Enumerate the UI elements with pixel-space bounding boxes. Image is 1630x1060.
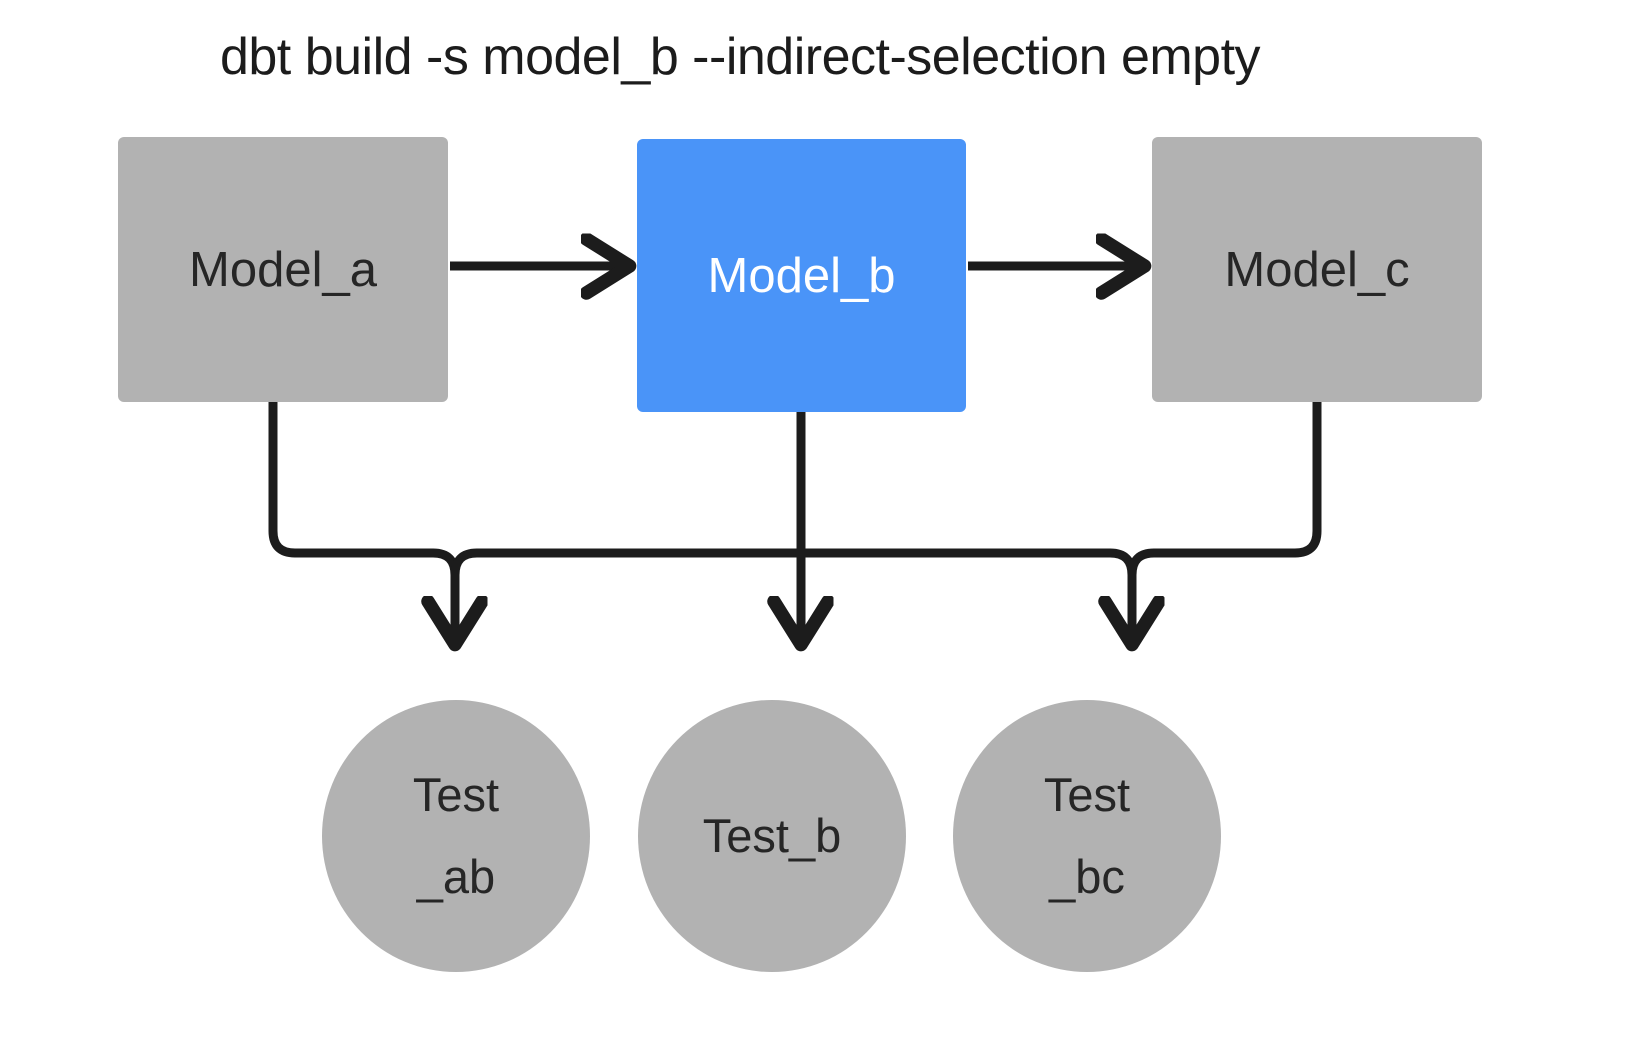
node-test-b-label: Test_b	[702, 809, 842, 862]
node-model-b-label: Model_b	[707, 248, 896, 303]
node-model-a[interactable]: Model_a	[118, 137, 448, 402]
diagram-title: dbt build -s model_b --indirect-selectio…	[219, 28, 1261, 86]
node-model-c-label: Model_c	[1224, 242, 1410, 297]
node-test-bc[interactable]: Test _bc	[953, 700, 1221, 972]
node-model-b[interactable]: Model_b	[637, 139, 966, 412]
node-test-ab-label: Test _ab	[412, 768, 500, 903]
edge-model-b-to-test-bc	[801, 548, 1132, 641]
edge-model-c-to-test-bc	[1127, 402, 1322, 576]
edge-model-b-to-test-ab	[450, 548, 801, 576]
edge-model-a-to-test-ab	[268, 402, 455, 641]
node-test-b[interactable]: Test_b	[638, 700, 906, 972]
node-test-ab[interactable]: Test _ab	[322, 700, 590, 972]
node-model-c[interactable]: Model_c	[1152, 137, 1482, 402]
node-model-a-label: Model_a	[189, 242, 377, 297]
node-test-bc-label: Test _bc	[1043, 768, 1131, 903]
